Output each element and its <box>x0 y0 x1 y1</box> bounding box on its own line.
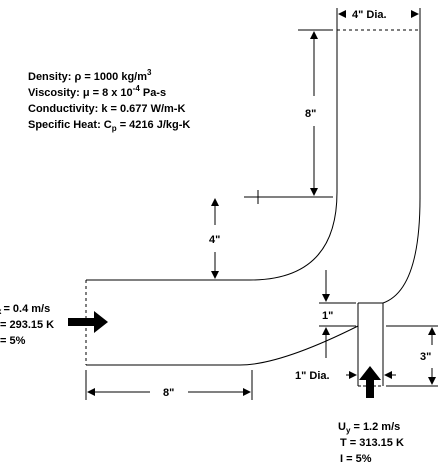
branch-diameter-label: 1" Dia. <box>295 370 330 382</box>
branch-inlet-velocity: Uy = 1.2 m/s <box>338 421 400 435</box>
outer-wall-lower <box>86 325 359 366</box>
density-line: Density: ρ = 1000 kg/m3 <box>28 68 152 83</box>
pipe-geometry <box>85 29 421 387</box>
fluid-properties: Density: ρ = 1000 kg/m3 Viscosity: μ = 8… <box>28 68 190 133</box>
branch-gap-label: 1" <box>322 310 333 322</box>
main-inlet-conditions: x= 0.4 m/s = 293.15 K = 5% <box>0 303 54 347</box>
branch-inlet-temperature: T = 313.15 K <box>340 437 404 449</box>
main-inlet-arrow <box>68 311 108 333</box>
horizontal-length-label: 8" <box>163 387 174 399</box>
inner-wall <box>86 30 338 281</box>
branch-inlet-conditions: Uy = 1.2 m/s T = 313.15 K I = 5% <box>338 421 404 465</box>
vertical-length-label: 8" <box>305 108 316 120</box>
specific-heat-line: Specific Heat: Cp = 4216 J/kg-K <box>28 119 190 133</box>
inlet-arrows <box>68 311 381 398</box>
conductivity-line: Conductivity: k = 0.677 W/m-K <box>28 103 185 115</box>
main-inlet-temperature: = 293.15 K <box>0 319 54 331</box>
dimensions: 4" Dia. 8" 4" 8" 1" 3" 1" Dia. <box>85 8 438 400</box>
branch-inlet-intensity: I = 5% <box>340 453 372 465</box>
branch-inlet-arrow <box>359 366 381 398</box>
viscosity-line: Viscosity: μ = 8 x 10-4 Pa-s <box>28 84 166 99</box>
top-diameter-label: 4" Dia. <box>352 9 387 21</box>
outer-wall-upper <box>382 30 421 304</box>
bend-offset-label: 4" <box>209 234 220 246</box>
main-inlet-velocity: x= 0.4 m/s <box>0 303 50 316</box>
main-inlet-intensity: = 5% <box>0 335 26 347</box>
branch-length-label: 3" <box>420 351 431 363</box>
